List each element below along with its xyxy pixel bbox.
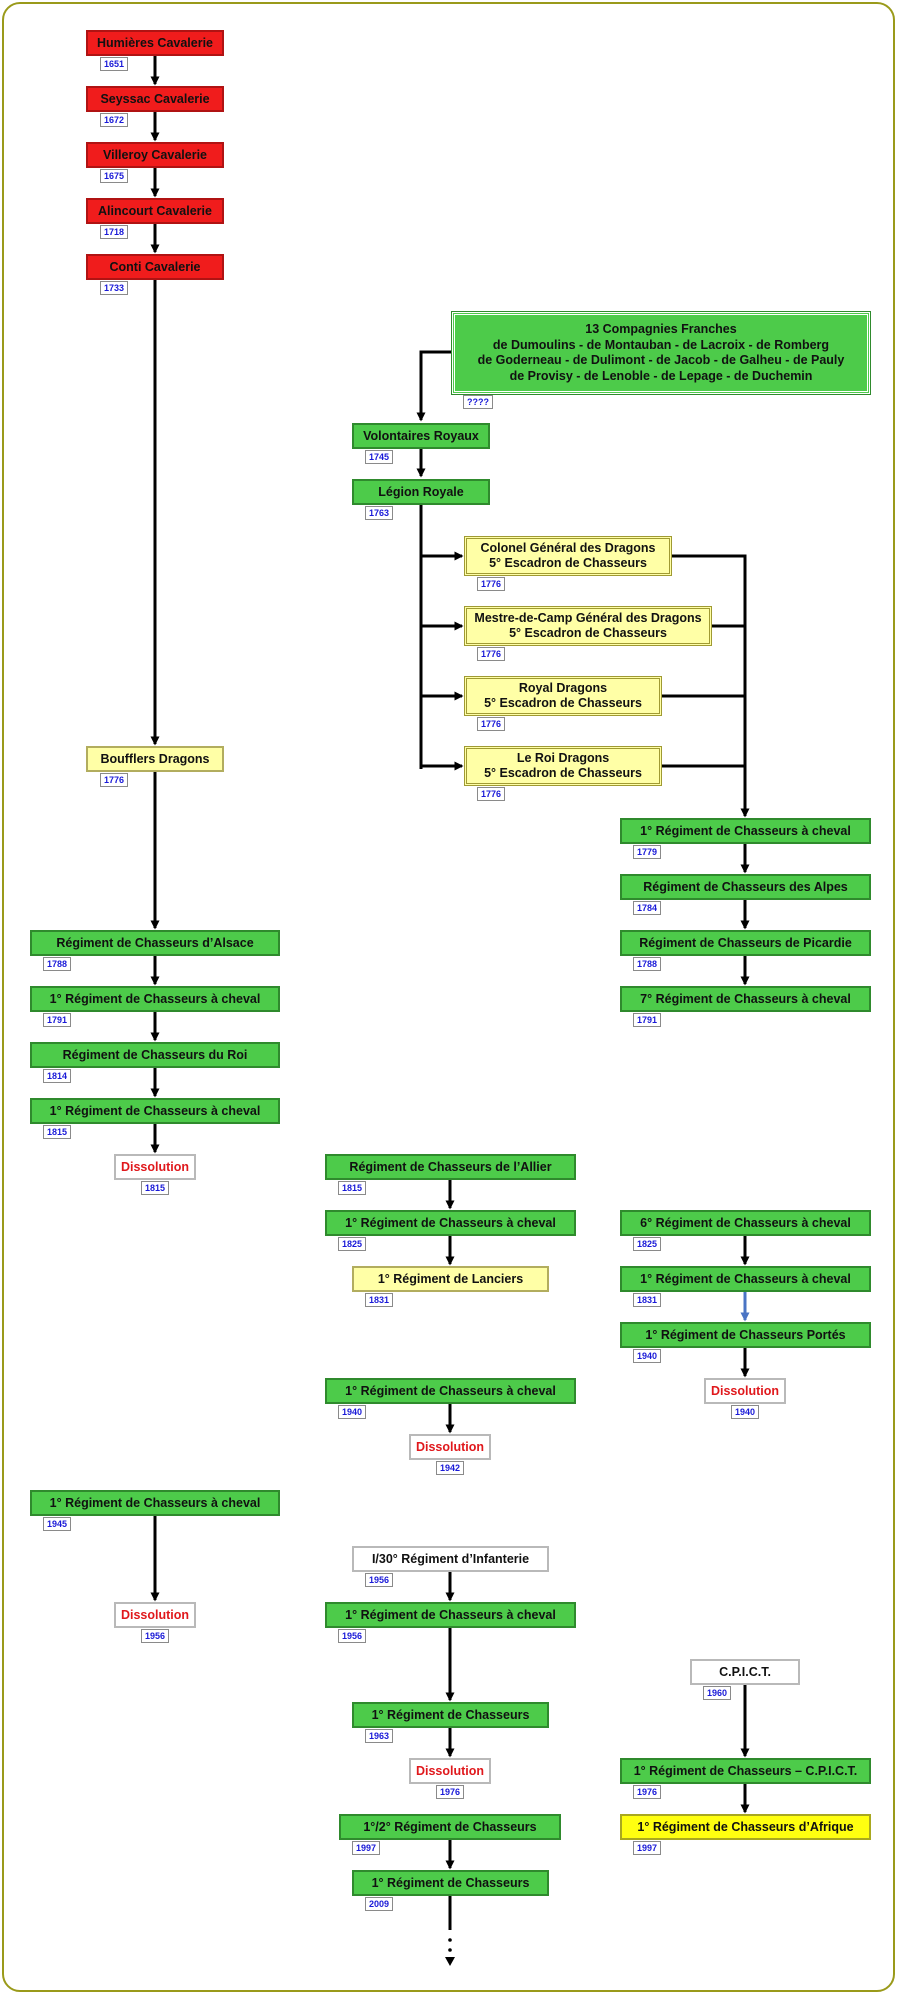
node-dissolution-1976: Dissolution	[409, 1758, 491, 1784]
node-boufflers-dragons: Boufflers Dragons	[86, 746, 224, 772]
node-dissolution-1940: Dissolution	[704, 1378, 786, 1404]
node-chasseurs-de-picardie: Régiment de Chasseurs de Picardie	[620, 930, 871, 956]
year-badge: 1956	[141, 1629, 169, 1643]
year-badge: 1945	[43, 1517, 71, 1531]
node-dissolution-1815: Dissolution	[114, 1154, 196, 1180]
year-badge: 1791	[43, 1013, 71, 1027]
node-seyssac-cavalerie: Seyssac Cavalerie	[86, 86, 224, 112]
node-chasseurs-a-cheval-1940: 1° Régiment de Chasseurs à cheval	[325, 1378, 576, 1404]
node-chasseurs-a-cheval-1831: 1° Régiment de Chasseurs à cheval	[620, 1266, 871, 1292]
node-1er-chasseurs-d-afrique: 1° Régiment de Chasseurs d’Afrique	[620, 1814, 871, 1840]
node-conti-cavalerie: Conti Cavalerie	[86, 254, 224, 280]
year-badge: 1791	[633, 1013, 661, 1027]
year-badge: 1779	[633, 845, 661, 859]
node-dissolution-1956: Dissolution	[114, 1602, 196, 1628]
node-7e-chasseurs-a-cheval-1791: 7° Régiment de Chasseurs à cheval	[620, 986, 871, 1012]
node-cpict: C.P.I.C.T.	[690, 1659, 800, 1685]
node-1er-chasseurs-cpict-1976: 1° Régiment de Chasseurs – C.P.I.C.T.	[620, 1758, 871, 1784]
year-badge: 1788	[633, 957, 661, 971]
year-badge: 1675	[100, 169, 128, 183]
node-chasseurs-de-l-allier: Régiment de Chasseurs de l’Allier	[325, 1154, 576, 1180]
node-chasseurs-du-roi: Régiment de Chasseurs du Roi	[30, 1042, 280, 1068]
node-chasseurs-a-cheval-1825: 1° Régiment de Chasseurs à cheval	[325, 1210, 576, 1236]
year-badge: 1814	[43, 1069, 71, 1083]
year-badge: 1940	[731, 1405, 759, 1419]
year-badge: 1718	[100, 225, 128, 239]
year-badge: 1976	[436, 1785, 464, 1799]
node-i-30-infanterie: I/30° Régiment d’Infanterie	[352, 1546, 549, 1572]
year-badge: 1960	[703, 1686, 731, 1700]
year-badge: 2009	[365, 1897, 393, 1911]
year-badge: 1815	[338, 1181, 366, 1195]
node-chasseurs-a-cheval-1791: 1° Régiment de Chasseurs à cheval	[30, 986, 280, 1012]
node-chasseurs-a-cheval-1956: 1° Régiment de Chasseurs à cheval	[325, 1602, 576, 1628]
year-badge: 1940	[633, 1349, 661, 1363]
node-chasseurs-portes: 1° Régiment de Chasseurs Portés	[620, 1322, 871, 1348]
year-badge: 1825	[338, 1237, 366, 1251]
year-badge: 1776	[477, 787, 505, 801]
node-volontaires-royaux: Volontaires Royaux	[352, 423, 490, 449]
year-badge: 1733	[100, 281, 128, 295]
year-badge: 1745	[365, 450, 393, 464]
node-1er-chasseurs-1963: 1° Régiment de Chasseurs	[352, 1702, 549, 1728]
year-badge: 1776	[477, 577, 505, 591]
year-badge: 1956	[338, 1629, 366, 1643]
year-badge: 1788	[43, 957, 71, 971]
edge-compagnies-volontaires	[416, 350, 452, 422]
year-badge: 1815	[141, 1181, 169, 1195]
continuation-dot	[448, 1938, 452, 1942]
edge-colonel-merge	[672, 554, 750, 818]
year-badge: ????	[463, 395, 493, 409]
node-villeroy-cavalerie: Villeroy Cavalerie	[86, 142, 224, 168]
year-badge: 1940	[338, 1405, 366, 1419]
node-chasseurs-a-cheval-1815: 1° Régiment de Chasseurs à cheval	[30, 1098, 280, 1124]
year-badge: 1963	[365, 1729, 393, 1743]
node-13-compagnies-franches: 13 Compagnies Franches de Dumoulins - de…	[451, 311, 871, 395]
year-badge: 1831	[365, 1293, 393, 1307]
continuation-dot	[448, 1948, 452, 1952]
year-badge: 1997	[633, 1841, 661, 1855]
year-badge: 1776	[100, 773, 128, 787]
year-badge: 1956	[365, 1573, 393, 1587]
node-chasseurs-alsace: Régiment de Chasseurs d’Alsace	[30, 930, 280, 956]
year-badge: 1976	[633, 1785, 661, 1799]
node-chasseurs-a-cheval-1945: 1° Régiment de Chasseurs à cheval	[30, 1490, 280, 1516]
year-badge: 1776	[477, 647, 505, 661]
continuation-arrowhead	[445, 1957, 455, 1966]
year-badge: 1942	[436, 1461, 464, 1475]
node-6e-chasseurs-a-cheval-1825: 6° Régiment de Chasseurs à cheval	[620, 1210, 871, 1236]
node-chasseurs-a-cheval-1779: 1° Régiment de Chasseurs à cheval	[620, 818, 871, 844]
year-badge: 1825	[633, 1237, 661, 1251]
node-1er-chasseurs-2009: 1° Régiment de Chasseurs	[352, 1870, 549, 1896]
year-badge: 1763	[365, 506, 393, 520]
node-1er-lanciers: 1° Régiment de Lanciers	[352, 1266, 549, 1292]
year-badge: 1776	[477, 717, 505, 731]
year-badge: 1831	[633, 1293, 661, 1307]
year-badge: 1997	[352, 1841, 380, 1855]
node-chasseurs-des-alpes: Régiment de Chasseurs des Alpes	[620, 874, 871, 900]
year-badge: 1784	[633, 901, 661, 915]
year-badge: 1651	[100, 57, 128, 71]
node-humieres-cavalerie: Humières Cavalerie	[86, 30, 224, 56]
year-badge: 1672	[100, 113, 128, 127]
node-legion-royale: Légion Royale	[352, 479, 490, 505]
year-badge: 1815	[43, 1125, 71, 1139]
node-alincourt-cavalerie: Alincourt Cavalerie	[86, 198, 224, 224]
node-1er-2e-chasseurs-1997: 1°/2° Régiment de Chasseurs	[339, 1814, 561, 1840]
node-dissolution-1942: Dissolution	[409, 1434, 491, 1460]
